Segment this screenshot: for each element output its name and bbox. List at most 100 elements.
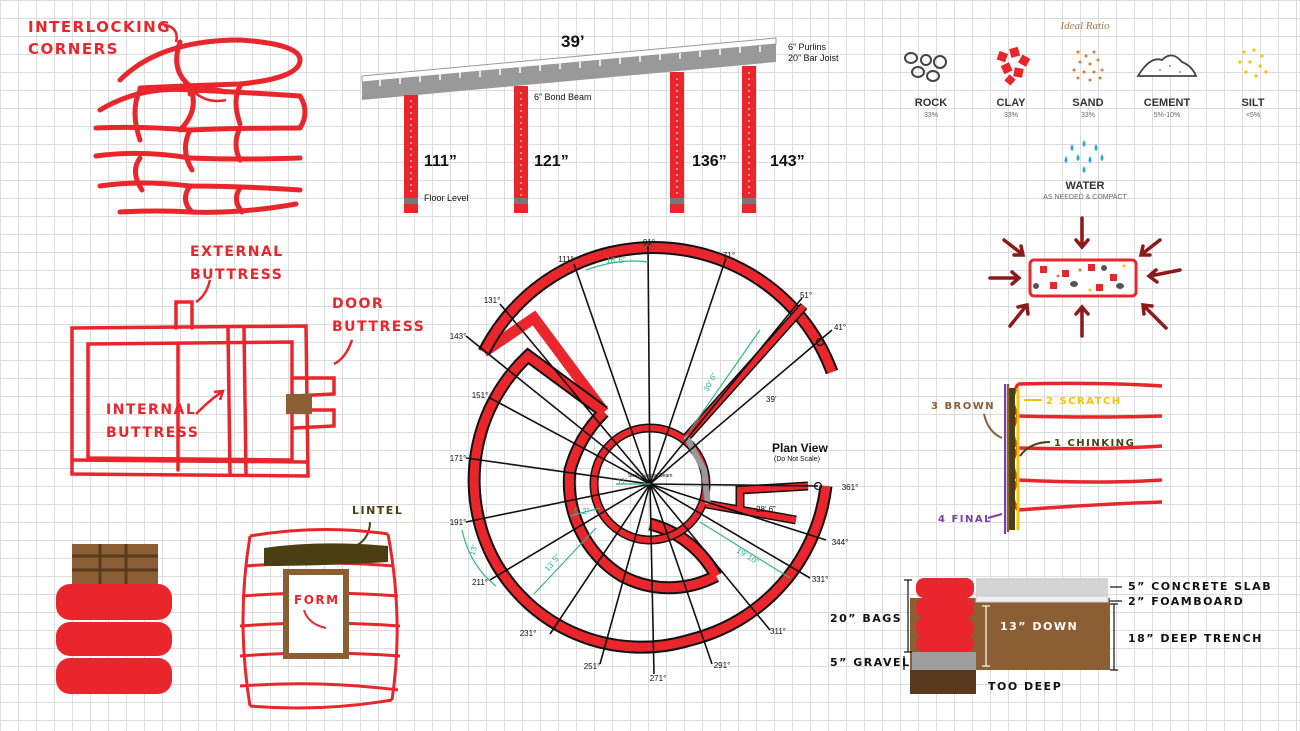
lintel-label: LINTEL [352,504,403,517]
angle-143: 143° [450,332,467,341]
bond-beam-label: 6” Bond Beam [534,92,592,102]
angle-211: 211° [472,578,488,587]
ratio-clay-name: CLAY [997,97,1027,109]
angle-71: 71° [723,251,735,260]
form-arrow-icon [303,609,327,629]
silt-icon [1238,48,1268,78]
steel-beam-label: Steel Support Beam [628,473,673,479]
height-label-3: 136” [692,153,727,170]
ratio-rock-pct: 33% [924,112,938,119]
ratio-cement-pct: 5%-10% [1154,112,1180,119]
foundation-bag-1 [916,578,974,598]
angle-361: 361° [842,483,859,492]
water-note: AS NEEDED & COMPACT [1043,194,1127,201]
stack-bag-3 [56,658,172,694]
dim-13: 13’ [467,543,479,556]
angle-191: 191° [450,518,467,527]
compaction-arrows-icon [988,216,1182,338]
steel-support-beam [683,434,711,505]
cement-icon [1136,54,1198,77]
internal-buttress-line2: BUTTRESS [106,425,199,441]
plaster-final-label: 4 FINAL [938,514,992,525]
dim-16-6: 16’ 6” [606,256,626,265]
height-label-2: 121” [534,153,569,170]
plaster-brown-label: 3 BROWN [931,401,995,412]
gravel-label: 5” GRAVEL [830,656,911,669]
plaster-layers-group: 3 BROWN 2 SCRATCH 1 CHINKING 4 FINAL [931,381,1163,534]
door-buttress-line2: BUTTRESS [332,319,425,335]
door-form [283,569,349,659]
ratio-title: Ideal Ratio [1059,20,1110,32]
down-label: 13” DOWN [1000,620,1078,633]
purlins-label: 6” Purlins [788,42,827,52]
ratio-clay-pct: 33% [1004,112,1018,119]
buttress-arrows-icon [195,279,354,415]
angle-111: 111° [558,255,573,264]
water-name: WATER [1066,180,1105,192]
floor-level-label: Floor Level [424,193,469,203]
column-3 [670,72,684,213]
angle-131: 131° [484,296,501,305]
dim-28-6: 28’ 6” [756,505,776,514]
foundation-dimension-lines [982,605,990,667]
ratio-silt-name: SILT [1241,97,1264,109]
radial-end-markers [813,337,825,491]
roof-beam [362,44,776,100]
interlocking-bags-drawing [93,37,308,215]
angle-311: 311° [770,627,786,636]
bag-stack-group [56,544,172,694]
interlocking-arrow-icon [159,22,178,43]
bags-label: 20” BAGS [830,612,902,625]
angle-151: 151° [472,391,489,400]
dim-13-5: 13’ 5” [543,552,563,573]
interlocking-corners-group: INTERLOCKING CORNERS [28,18,308,215]
compacted-mix-icon [1033,264,1126,292]
interlocking-inner-arrow-icon [193,91,227,103]
column-bag-marks [410,72,750,196]
foundation-leader-lines [903,579,1122,671]
plan-view-group: 91° 71° 111° 51° 131° 41° 143° 151° 171°… [450,238,859,683]
foundation-bag-4 [916,636,974,652]
lintel-beam [264,543,388,566]
water-drops-icon [1064,140,1104,173]
angle-291: 291° [714,661,731,670]
foundation-bag-3 [916,618,974,638]
stack-bag-2 [56,622,172,656]
angle-231: 231° [520,629,537,638]
angle-344: 344° [832,538,849,547]
angle-51: 51° [800,291,812,300]
stack-bag-1 [56,584,172,620]
plan-subtitle: (Do Not Scale) [774,456,820,463]
plaster-scratch-label: 2 SCRATCH [1046,396,1122,407]
angle-251: 251° [584,662,601,671]
lintel-group: LINTEL FORM [239,504,403,710]
gravel-layer [912,652,976,670]
elevation-group: 39’ 6” Purlins 20” Bar Joist 6” Bond Bea… [361,32,839,213]
angle-91: 91° [643,238,655,247]
ideal-ratio-group: Ideal Ratio R [904,20,1268,201]
ratio-sand-pct: 33% [1081,112,1095,119]
trench-label: 18” DEEP TRENCH [1128,632,1263,645]
ratio-cement-name: CEMENT [1144,97,1191,109]
dim-11: 11’ [617,477,627,486]
plaster-chinking-label: 1 CHINKING [1054,438,1135,449]
ratio-sand-name: SAND [1072,97,1103,109]
external-buttress-line1: EXTERNAL [190,244,284,260]
purlin-ticks [379,46,761,86]
compacted-bag [1028,258,1138,298]
internal-buttress-line1: INTERNAL [106,402,196,418]
foamboard [975,595,1109,603]
dim-5-2: 5’ 2” [574,507,590,516]
foundation-group: 5” CONCRETE SLAB 2” FOAMBOARD 20” BAGS 1… [830,578,1271,694]
compacted-bag-group [988,216,1182,338]
angle-271: 271° [650,674,667,683]
plan-title: Plan View [772,441,828,455]
joist-label: 20” Bar Joist [788,53,839,63]
buttress-group: EXTERNAL BUTTRESS DOOR BUTTRESS INTERNAL… [70,244,425,478]
column-floor-bands [404,198,756,204]
too-deep-label: TOO DEEP [988,680,1062,693]
angle-331: 331° [812,575,829,584]
clay-icon [996,46,1031,86]
dim-30-6: 30’ 6” [702,371,719,393]
